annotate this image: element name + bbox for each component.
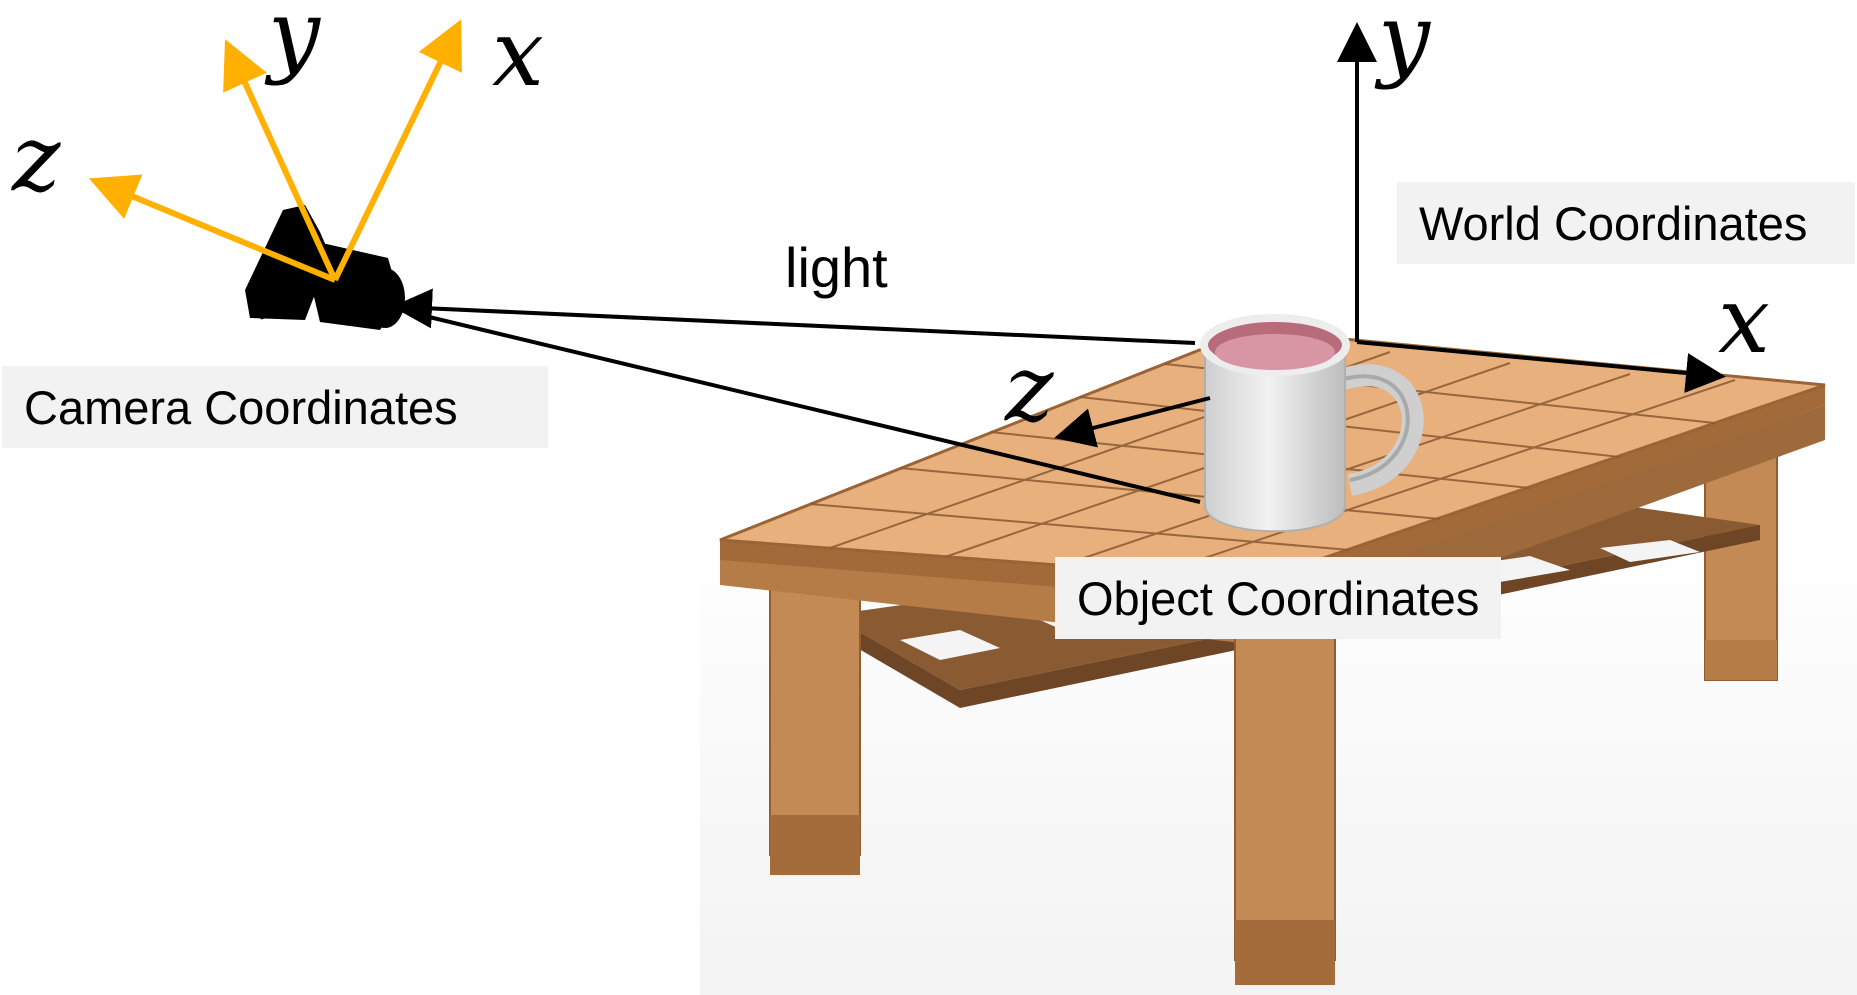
camera-y-label: y	[268, 0, 320, 87]
world-coordinates-label: World Coordinates	[1397, 182, 1855, 264]
camera-y-axis	[223, 39, 338, 282]
world-y-label: y	[1378, 0, 1430, 91]
camera-x-axis	[332, 19, 462, 282]
light-rays	[392, 288, 1201, 504]
object-z-axis	[1054, 396, 1211, 448]
camera-icon	[245, 205, 405, 330]
camera-z-axis	[88, 174, 337, 283]
world-axes	[1337, 22, 1726, 393]
light-label: light	[785, 236, 888, 299]
world-x-axis	[1356, 340, 1726, 393]
camera-axes	[88, 19, 462, 283]
camera-z-label: z	[12, 105, 61, 212]
mug	[1200, 314, 1424, 533]
camera-x-label: x	[492, 0, 544, 107]
object-coordinates-label: Object Coordinates	[1055, 557, 1502, 639]
world-x-label: x	[1718, 267, 1770, 374]
object-z-label: z	[1005, 335, 1054, 442]
camera-coordinates-label: Camera Coordinates	[2, 366, 548, 448]
